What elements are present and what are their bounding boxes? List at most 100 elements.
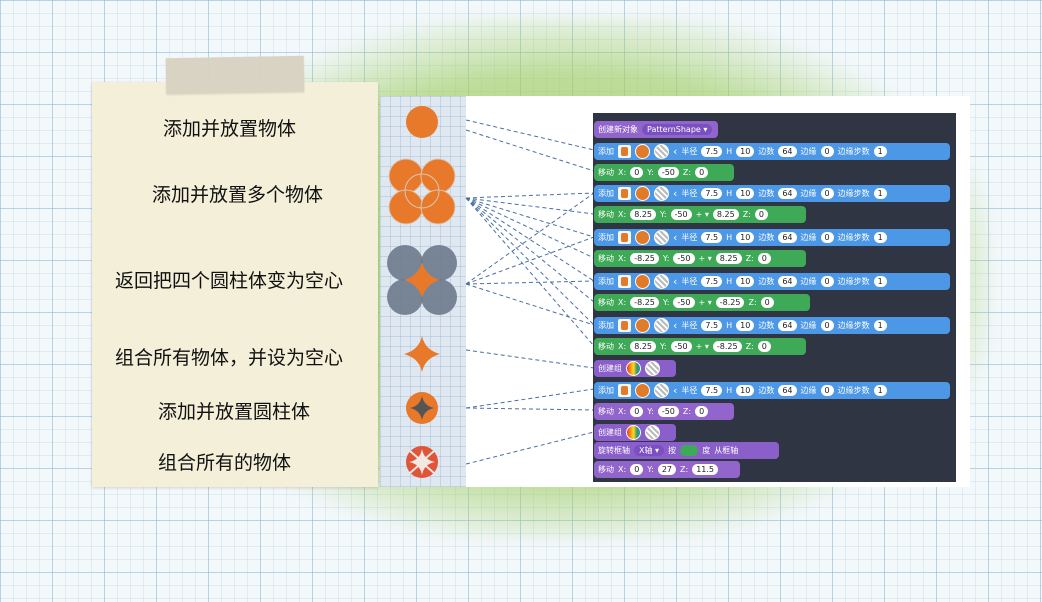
cylinder-icon[interactable] <box>618 384 631 397</box>
operand-input[interactable]: 8.25 <box>712 209 739 220</box>
radius-input[interactable]: 7.5 <box>701 232 723 243</box>
y-input[interactable]: -50 <box>657 167 679 178</box>
axis-dropdown[interactable]: X轴 ▾ <box>634 445 665 456</box>
cylinder-icon[interactable] <box>618 187 631 200</box>
operand-input[interactable]: -8.25 <box>715 297 745 308</box>
height-input[interactable]: 10 <box>736 385 755 396</box>
height-input[interactable]: 10 <box>736 232 755 243</box>
radius-input[interactable]: 7.5 <box>701 385 723 396</box>
z-input[interactable]: 0 <box>695 406 709 417</box>
create-group-block-2[interactable]: 创建组 <box>594 424 676 441</box>
radius-input[interactable]: 7.5 <box>701 276 723 287</box>
chevron-left-icon[interactable]: ‹ <box>673 231 678 244</box>
bevel-steps-input[interactable]: 1 <box>873 385 887 396</box>
x-input[interactable]: -8.25 <box>630 297 659 308</box>
operand-input[interactable]: 8.25 <box>715 253 742 264</box>
bevel-input[interactable]: 0 <box>820 232 834 243</box>
radius-input[interactable]: 7.5 <box>701 320 723 331</box>
y-input[interactable]: -50 <box>657 406 679 417</box>
height-input[interactable]: 10 <box>736 146 755 157</box>
y-input[interactable]: 27 <box>657 464 676 475</box>
z-input[interactable]: 0 <box>760 297 774 308</box>
hole-toggle-icon[interactable] <box>654 274 669 289</box>
object-name-dropdown[interactable]: PatternShape ▾ <box>642 124 713 135</box>
orange-color-icon[interactable] <box>635 186 650 201</box>
sides-input[interactable]: 64 <box>778 146 797 157</box>
operand-input[interactable]: -8.25 <box>712 341 742 352</box>
bevel-input[interactable]: 0 <box>820 188 834 199</box>
chevron-left-icon[interactable]: ‹ <box>673 275 678 288</box>
bevel-steps-input[interactable]: 1 <box>873 146 887 157</box>
cylinder-icon[interactable] <box>618 145 631 158</box>
hole-icon[interactable] <box>645 425 660 440</box>
z-input[interactable]: 0 <box>757 253 771 264</box>
hole-toggle-icon[interactable] <box>654 144 669 159</box>
rainbow-color-icon[interactable] <box>626 361 641 376</box>
orange-color-icon[interactable] <box>635 383 650 398</box>
rainbow-color-icon[interactable] <box>626 425 641 440</box>
bevel-steps-input[interactable]: 1 <box>873 320 887 331</box>
chevron-left-icon[interactable]: ‹ <box>673 384 678 397</box>
height-input[interactable]: 10 <box>736 188 755 199</box>
x-input[interactable]: -8.25 <box>630 253 659 264</box>
z-input[interactable]: 0 <box>757 341 771 352</box>
rotate-degree-input[interactable]: 90 <box>680 445 699 456</box>
sides-input[interactable]: 64 <box>778 276 797 287</box>
orange-color-icon[interactable] <box>635 274 650 289</box>
hole-toggle-icon[interactable] <box>654 383 669 398</box>
chevron-left-icon[interactable]: ‹ <box>673 319 678 332</box>
height-input[interactable]: 10 <box>736 320 755 331</box>
hole-toggle-icon[interactable] <box>654 230 669 245</box>
rotate-axis-block[interactable]: 旋转框轴 X轴 ▾ 按 90 度 从框轴 <box>594 442 779 459</box>
sides-input[interactable]: 64 <box>778 232 797 243</box>
bevel-steps-input[interactable]: 1 <box>873 276 887 287</box>
x-input[interactable]: 8.25 <box>630 209 656 220</box>
cylinder-icon[interactable] <box>618 275 631 288</box>
radius-input[interactable]: 7.5 <box>701 146 723 157</box>
bevel-input[interactable]: 0 <box>820 320 834 331</box>
sides-input[interactable]: 64 <box>778 320 797 331</box>
create-group-block[interactable]: 创建组 <box>594 360 676 377</box>
x-input[interactable]: 0 <box>630 464 644 475</box>
height-input[interactable]: 10 <box>736 276 755 287</box>
hole-toggle-icon[interactable] <box>654 186 669 201</box>
orange-color-icon[interactable] <box>635 144 650 159</box>
y-input[interactable]: -50 <box>670 209 692 220</box>
orange-color-icon[interactable] <box>635 318 650 333</box>
x-input[interactable]: 0 <box>630 406 644 417</box>
z-input[interactable]: 0 <box>754 209 768 220</box>
bevel-steps-input[interactable]: 1 <box>873 232 887 243</box>
z-input[interactable]: 0 <box>695 167 709 178</box>
cylinder-icon[interactable] <box>618 319 631 332</box>
chevron-left-icon[interactable]: ‹ <box>673 187 678 200</box>
bevel-input[interactable]: 0 <box>820 276 834 287</box>
bevel-input[interactable]: 0 <box>820 385 834 396</box>
x-input[interactable]: 8.25 <box>630 341 656 352</box>
chevron-left-icon[interactable]: ‹ <box>673 145 678 158</box>
hole-icon[interactable] <box>645 361 660 376</box>
y-input[interactable]: -50 <box>673 297 695 308</box>
sides-input[interactable]: 64 <box>778 385 797 396</box>
cylinder-icon[interactable] <box>618 231 631 244</box>
sides-input[interactable]: 64 <box>778 188 797 199</box>
y-input[interactable]: -50 <box>673 253 695 264</box>
bevel-input[interactable]: 0 <box>820 146 834 157</box>
bevel-steps-input[interactable]: 1 <box>873 188 887 199</box>
x-input[interactable]: 0 <box>630 167 644 178</box>
z-input[interactable]: 11.5 <box>692 464 718 475</box>
radius-input[interactable]: 7.5 <box>701 188 723 199</box>
create-new-object-block[interactable]: 创建新对象 PatternShape ▾ <box>594 121 718 138</box>
